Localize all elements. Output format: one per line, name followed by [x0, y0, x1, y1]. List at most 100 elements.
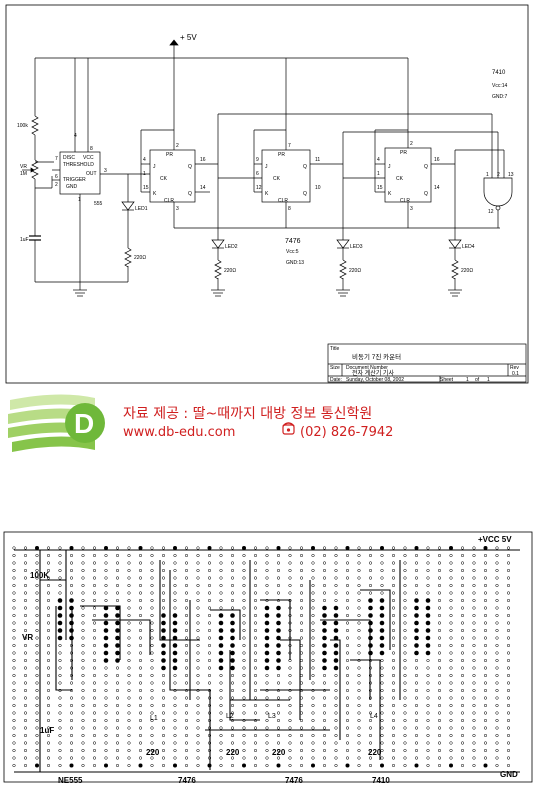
breadboard-hole	[472, 748, 476, 753]
breadboard-hole	[403, 621, 407, 625]
timer-pin-vcc: VCC	[83, 155, 94, 161]
breadboard-hole	[345, 651, 350, 655]
breadboard-hole	[357, 636, 361, 640]
breadboard-hole	[288, 741, 292, 745]
breadboard-hole	[472, 666, 476, 670]
ic-pin	[172, 658, 178, 663]
breadboard-hole	[69, 576, 74, 580]
breadboard-hole	[12, 756, 16, 760]
breadboard-hole	[449, 568, 453, 573]
breadboard-hole	[46, 741, 51, 745]
ic-pin	[264, 620, 270, 626]
breadboard-hole	[391, 748, 396, 753]
ic-pin	[425, 628, 431, 633]
breadboard-hole	[334, 748, 338, 753]
breadboard-hole	[311, 726, 315, 730]
breadboard-hole	[12, 688, 16, 693]
breadboard-hole	[276, 726, 281, 730]
breadboard-hole	[12, 576, 16, 580]
breadboard-hole	[35, 696, 39, 700]
breadboard-hole	[92, 598, 97, 603]
vr-label: VR	[20, 164, 27, 170]
breadboard-hole	[506, 673, 511, 678]
ic-pin	[172, 665, 178, 671]
date-value: Sunday, October 08, 2002	[346, 377, 404, 383]
breadboard-hole	[115, 553, 120, 558]
breadboard-hole	[403, 606, 407, 610]
breadboard-hole	[23, 561, 28, 565]
breadboard-hole	[426, 748, 430, 753]
breadboard-hole	[426, 726, 430, 730]
breadboard-hole	[81, 711, 85, 715]
ic-pin	[115, 620, 120, 626]
breadboard-hole	[92, 591, 97, 595]
rail-connection	[242, 546, 246, 550]
breadboard-hole	[138, 681, 143, 685]
breadboard-hole	[81, 718, 85, 723]
breadboard-hole	[230, 748, 235, 753]
breadboard-hole	[150, 681, 154, 685]
breadboard-hole	[357, 643, 361, 648]
breadboard-hole	[357, 628, 361, 633]
breadboard-hole	[460, 613, 465, 618]
breadboard-hole	[483, 681, 488, 685]
breadboard-hole	[127, 726, 131, 730]
sheet-value: 1	[466, 377, 469, 383]
breadboard-hole	[23, 636, 28, 640]
breadboard-hole	[460, 546, 465, 550]
breadboard-hole	[253, 621, 258, 625]
breadboard-hole	[368, 756, 373, 760]
breadboard-hole	[23, 553, 28, 558]
breadboard-hole	[104, 696, 108, 700]
breadboard-hole	[403, 643, 407, 648]
breadboard-hole	[322, 703, 327, 708]
breadboard-hole	[23, 576, 28, 580]
breadboard-hole	[253, 703, 258, 708]
ff2-q: Q	[303, 164, 307, 170]
breadboard-hole	[449, 703, 453, 708]
breadboard-hole	[81, 643, 85, 648]
breadboard-hole	[506, 688, 511, 693]
gate-pin: 2	[497, 172, 500, 178]
ad-url[interactable]: www.db-edu.com	[123, 425, 235, 440]
breadboard-hole	[115, 748, 120, 753]
breadboard-hole	[69, 583, 74, 588]
breadboard-hole	[115, 756, 120, 760]
breadboard-hole	[173, 681, 177, 685]
ff1-pin-num: 16	[200, 157, 206, 163]
ic-pin	[115, 613, 120, 618]
ic-pin	[368, 628, 373, 633]
breadboard-hole	[345, 636, 350, 640]
timer-pin-num: 7	[55, 156, 58, 162]
breadboard-hole	[380, 576, 384, 580]
breadboard-hole	[288, 703, 292, 708]
breadboard-hole	[127, 583, 131, 588]
breadboard-hole	[426, 733, 430, 738]
breadboard-hole	[437, 658, 442, 663]
breadboard-hole	[35, 598, 39, 603]
breadboard-hole	[35, 673, 39, 678]
breadboard-hole	[449, 621, 453, 625]
breadboard-hole	[196, 658, 200, 663]
breadboard-hole	[495, 651, 499, 655]
breadboard-hole	[161, 711, 166, 715]
breadboard-frame	[3, 531, 533, 783]
rev-header: Rev	[510, 365, 519, 371]
breadboard-hole	[230, 711, 235, 715]
breadboard-hole	[276, 703, 281, 708]
breadboard-hole	[196, 576, 200, 580]
breadboard-hole	[449, 748, 453, 753]
breadboard-hole	[219, 583, 223, 588]
ff1-pin-num: 4	[143, 157, 146, 163]
breadboard-hole	[196, 643, 200, 648]
breadboard-hole	[196, 583, 200, 588]
rail-connection	[345, 546, 350, 550]
breadboard-hole	[207, 568, 212, 573]
breadboard-hole	[506, 681, 511, 685]
breadboard-hole	[138, 658, 143, 663]
breadboard-hole	[495, 636, 499, 640]
breadboard-hole	[380, 583, 384, 588]
breadboard-hole	[403, 583, 407, 588]
breadboard-hole	[380, 741, 384, 745]
breadboard-hole	[23, 718, 28, 723]
